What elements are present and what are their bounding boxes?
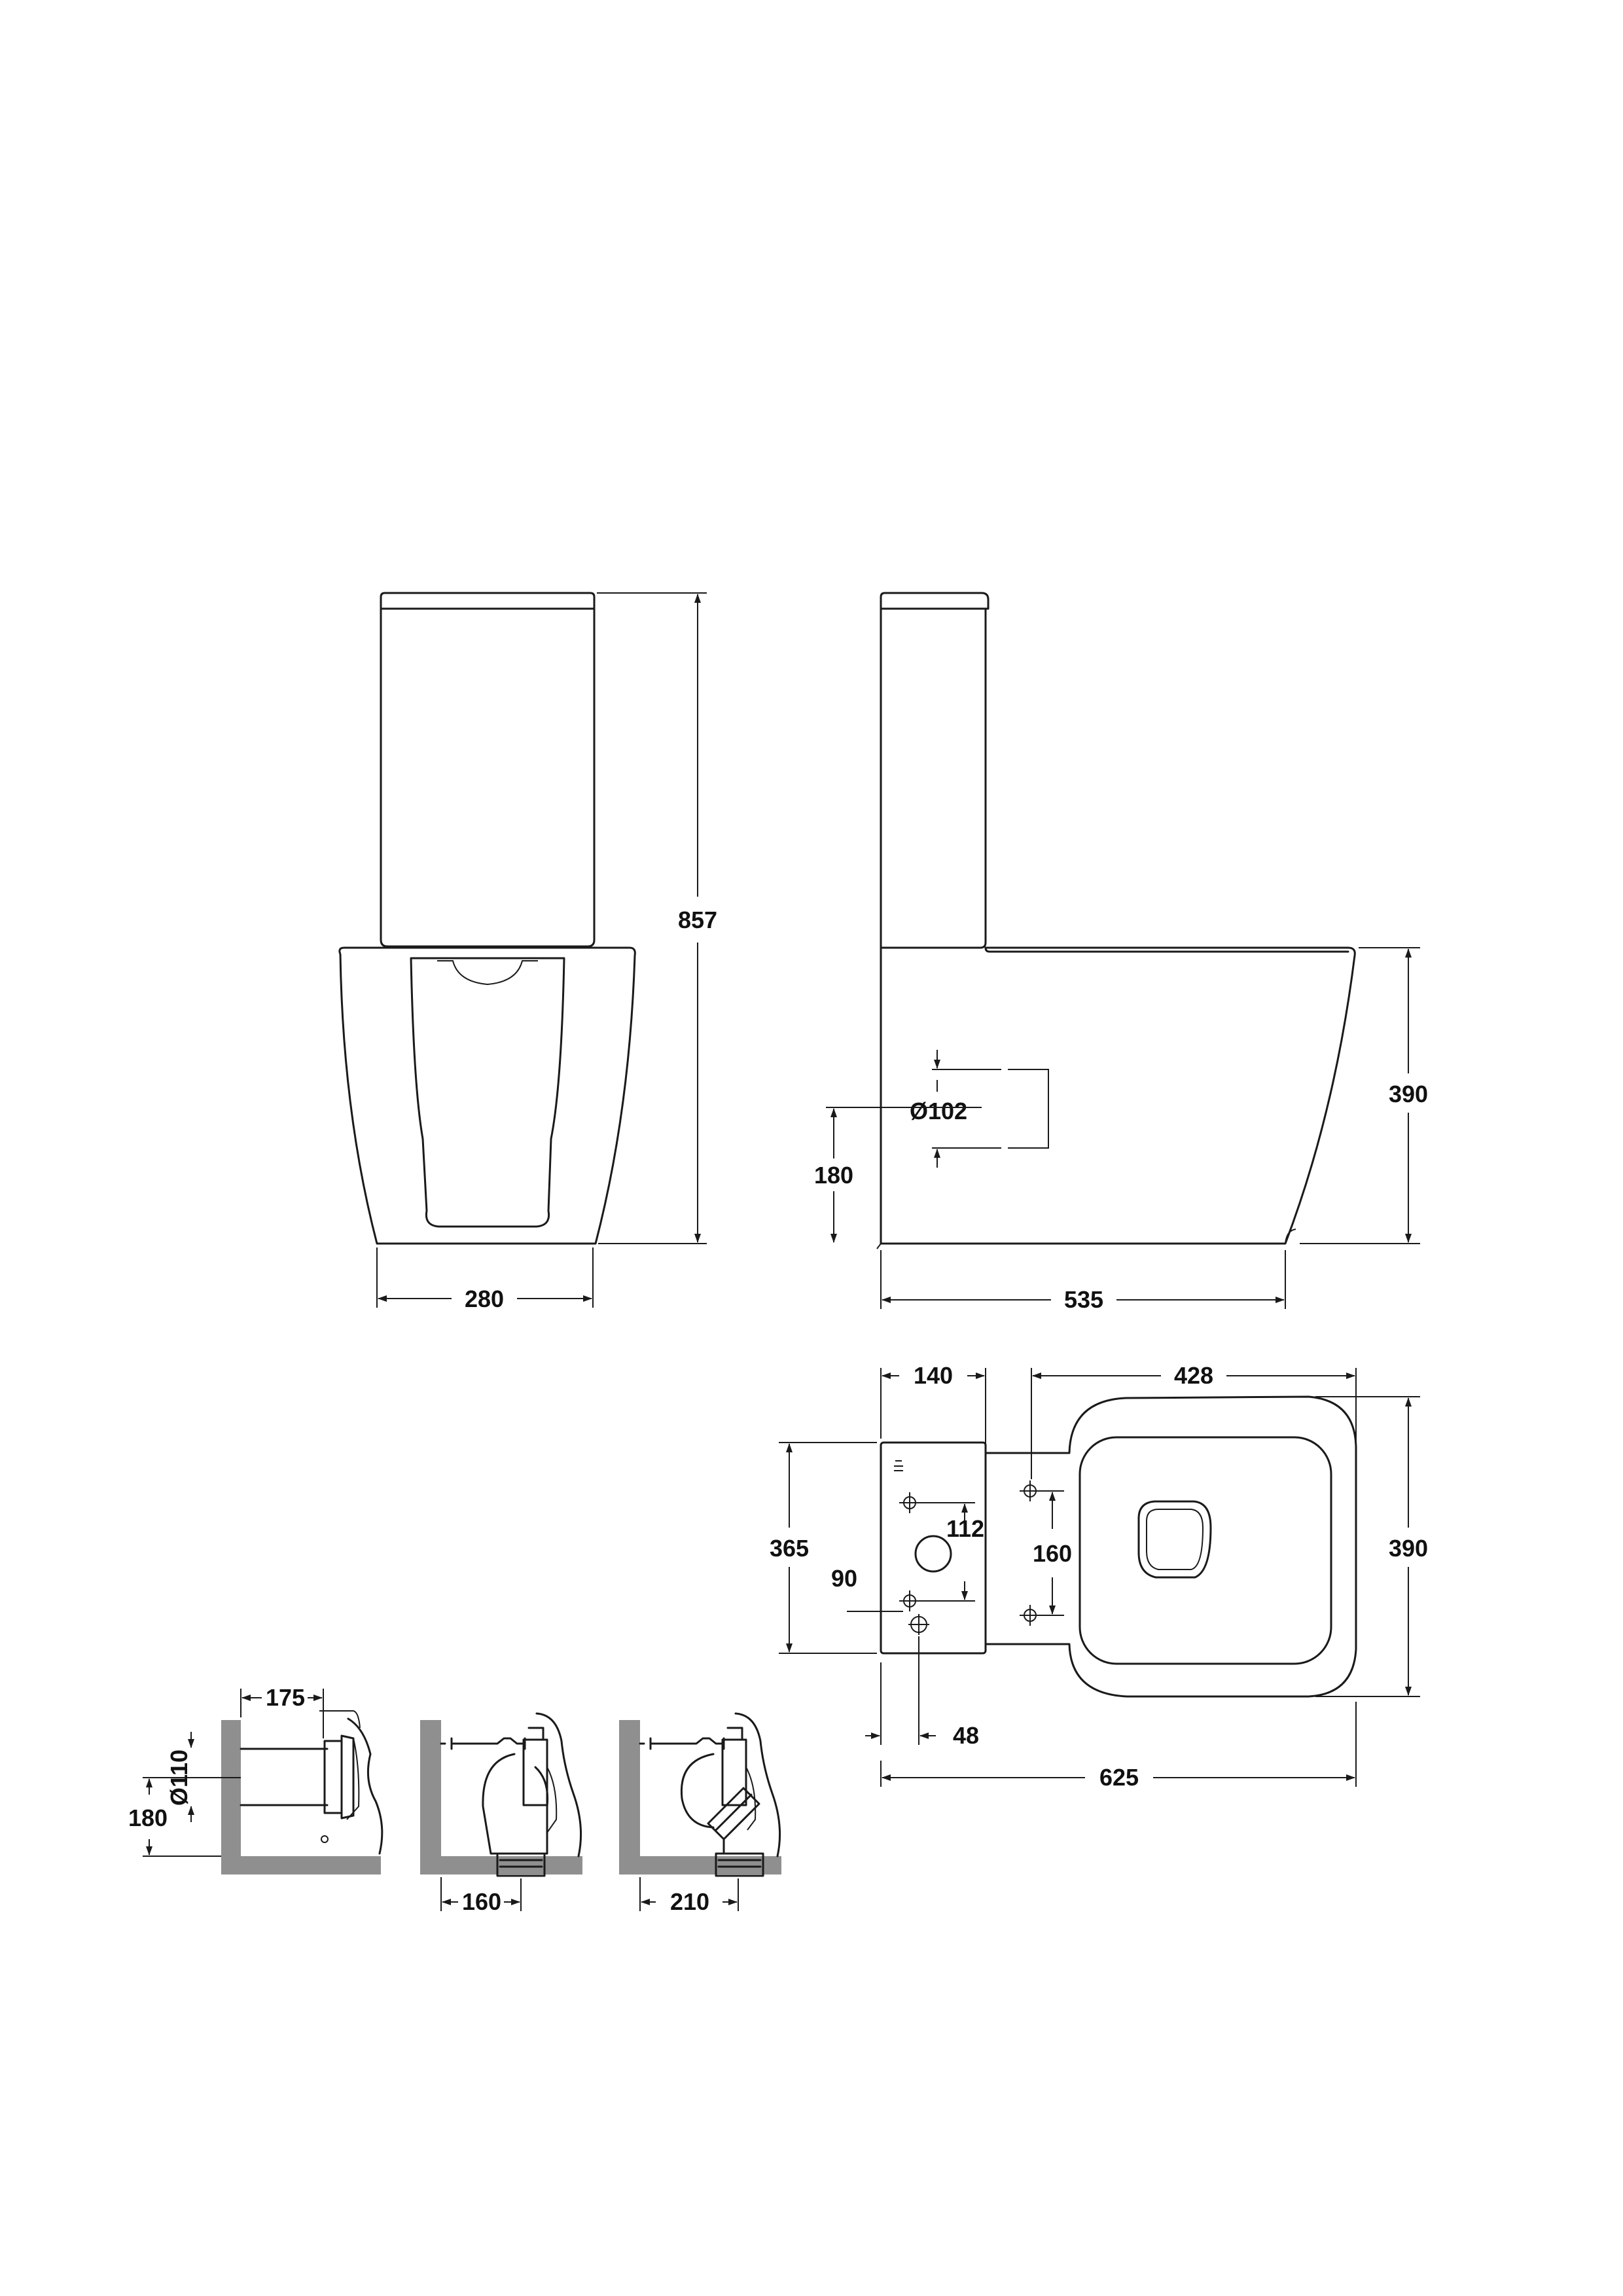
trap-b — [680, 1753, 715, 1829]
top-bowl-length-label: 428 — [1174, 1362, 1213, 1389]
horizontal-pipe-height-dimension: 180 — [128, 1777, 241, 1857]
horizontal-wall-distance-dimension: 175 — [240, 1684, 324, 1738]
connection-vertical-a: 160 — [420, 1712, 582, 1915]
top-view: 140 428 390 365 112 — [770, 1362, 1428, 1791]
top-bowl-width-label: 390 — [1389, 1535, 1428, 1562]
side-bowl-height-label: 390 — [1389, 1081, 1428, 1107]
top-inlet-offset-dimension: 90 — [831, 1565, 903, 1612]
top-inlet-offset-label: 90 — [831, 1565, 857, 1592]
top-cistern-holes — [899, 1492, 952, 1635]
top-water-outlet — [1137, 1500, 1212, 1579]
top-seat-holes — [1020, 1480, 1041, 1626]
floor-connector-a — [496, 1852, 546, 1877]
connection-horizontal: 175 Ø110 180 — [128, 1684, 383, 1874]
side-view: Ø102 180 390 535 — [814, 592, 1428, 1313]
pan-profile-b — [734, 1712, 781, 1857]
side-cistern-lid — [880, 592, 990, 610]
floor-bolt-horizontal — [321, 1835, 329, 1843]
vertical-b-floor-offset-dimension: 210 — [639, 1877, 739, 1915]
front-bowl-outline — [338, 946, 636, 1245]
front-width-dimension: 280 — [376, 1247, 594, 1312]
pan-profile-a — [535, 1712, 582, 1857]
front-view: 857 280 — [338, 592, 717, 1312]
pan-connector-a — [522, 1727, 548, 1806]
top-bowl-length-dimension: 428 — [1031, 1362, 1357, 1479]
top-overall-length-dimension: 625 — [880, 1702, 1357, 1791]
side-cistern-body — [880, 607, 987, 949]
side-outlet-hidden — [1008, 1069, 1049, 1149]
front-height-dimension: 857 — [597, 592, 717, 1244]
pan-edge-horizontal — [319, 1710, 361, 1820]
water-hose-b — [639, 1737, 725, 1750]
side-outlet-diameter-dimension: Ø102 — [910, 1050, 1001, 1168]
pipe-horizontal — [240, 1748, 329, 1806]
front-bowl-notch — [437, 960, 538, 986]
top-cistern-logo — [894, 1460, 903, 1471]
wall-horizontal — [221, 1720, 381, 1874]
water-hose-a — [440, 1737, 526, 1750]
pan-edge-b — [745, 1767, 757, 1831]
side-bowl-height-dimension: 390 — [1300, 947, 1428, 1244]
vertical-a-floor-offset-dimension: 160 — [440, 1877, 522, 1915]
top-water-outlet-inner — [1146, 1509, 1204, 1570]
top-tank-depth-label: 140 — [914, 1362, 953, 1389]
top-outlet-offset-label: 48 — [953, 1722, 979, 1749]
front-cistern-lid — [380, 592, 596, 610]
side-depth-dimension: 535 — [880, 1250, 1286, 1313]
pan-edge-a — [546, 1767, 558, 1833]
pan-connector-b — [721, 1727, 747, 1806]
side-outlet-height-dimension: 180 — [814, 1107, 982, 1243]
top-outlet-offset-dimension: 48 — [865, 1636, 979, 1749]
top-bowl-inner-rim — [1079, 1436, 1332, 1665]
horizontal-wall-distance-label: 175 — [266, 1684, 305, 1711]
connection-vertical-b: 210 — [619, 1712, 781, 1915]
front-height-label: 857 — [678, 906, 717, 933]
top-bowl-outline — [984, 1395, 1357, 1698]
side-depth-label: 535 — [1064, 1286, 1103, 1313]
top-hole-spacing-label: 112 — [946, 1515, 984, 1542]
side-bowl-base — [876, 1229, 1296, 1249]
front-width-label: 280 — [465, 1285, 504, 1312]
side-outlet-diameter-label: Ø102 — [910, 1098, 967, 1124]
side-outlet-height-label: 180 — [814, 1162, 853, 1189]
vertical-b-floor-offset-label: 210 — [670, 1888, 709, 1915]
front-cistern-body — [380, 607, 596, 948]
trap-a — [482, 1753, 549, 1855]
top-seat-fixing-label: 160 — [1033, 1540, 1072, 1567]
vertical-a-floor-offset-label: 160 — [462, 1888, 501, 1915]
top-tank-depth-dimension: 140 — [880, 1362, 986, 1449]
angled-connector-b — [707, 1787, 760, 1840]
side-bowl-outline — [880, 946, 1356, 1245]
pan-profile-horizontal — [347, 1717, 383, 1855]
floor-connector-b — [715, 1838, 764, 1877]
top-tank-width-dimension: 365 — [770, 1442, 877, 1654]
wall-vertical-b — [619, 1720, 781, 1874]
top-bowl-width-dimension: 390 — [1315, 1396, 1428, 1697]
top-overall-length-label: 625 — [1099, 1764, 1139, 1791]
top-hole-spacing-dimension: 112 — [919, 1502, 984, 1602]
front-bowl-recess — [410, 957, 565, 1228]
horizontal-pipe-height-label: 180 — [128, 1804, 168, 1831]
top-tank-width-label: 365 — [770, 1535, 809, 1562]
pan-connector-horizontal — [323, 1734, 355, 1820]
top-seat-fixing-dimension: 160 — [1033, 1490, 1072, 1616]
top-cistern — [880, 1441, 987, 1655]
wall-vertical-a — [420, 1720, 582, 1874]
